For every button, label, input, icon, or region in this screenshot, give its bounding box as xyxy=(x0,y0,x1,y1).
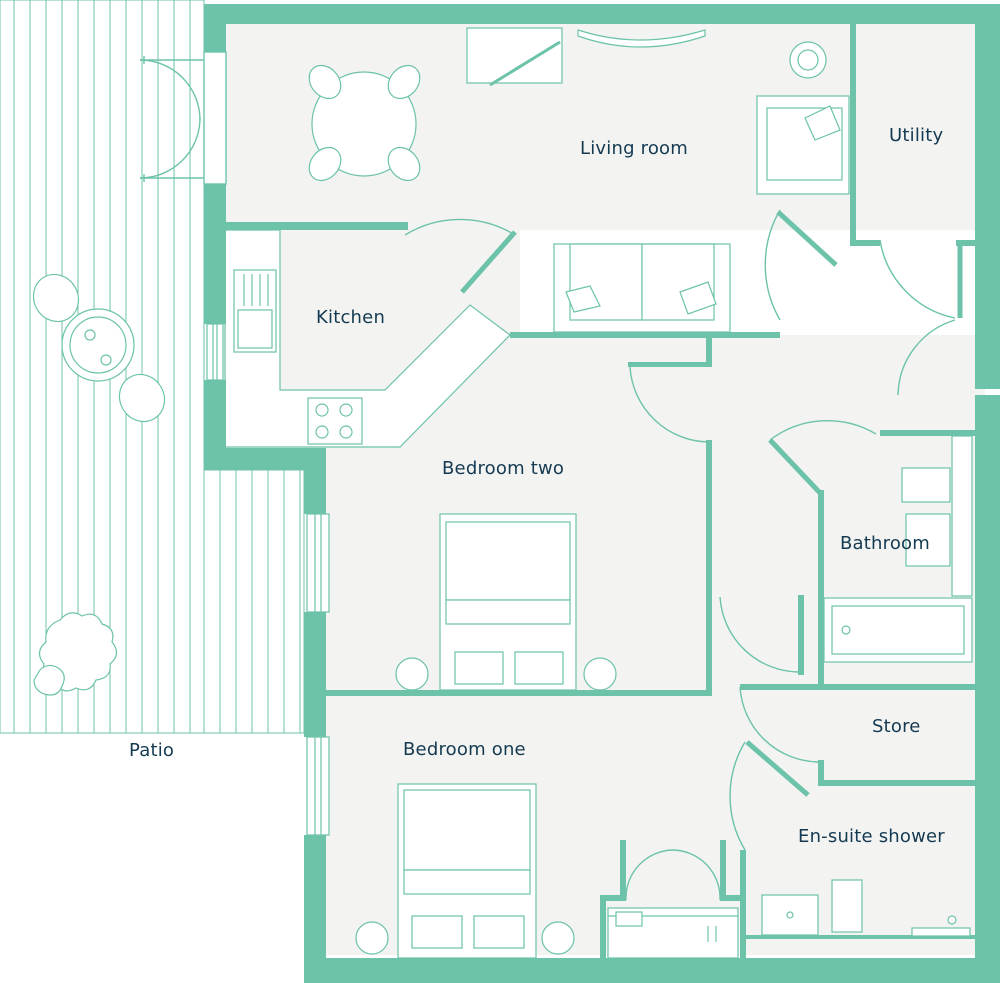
bathroom-fixtures xyxy=(823,435,973,663)
label-patio: Patio xyxy=(129,740,175,761)
label-store: Store xyxy=(872,716,921,737)
kitchen-counter xyxy=(224,229,511,448)
windows xyxy=(206,323,330,836)
label-bedroom-two: Bedroom two xyxy=(442,458,565,479)
walls xyxy=(204,4,1000,983)
label-utility: Utility xyxy=(889,125,944,146)
tv-unit xyxy=(466,27,827,87)
label-bathroom: Bathroom xyxy=(840,533,931,554)
patio-doors xyxy=(139,51,227,185)
dining-set xyxy=(308,64,421,182)
bed-bedroom-two xyxy=(395,513,617,691)
sofa xyxy=(553,243,731,333)
armchair xyxy=(756,95,850,195)
patio-shrub xyxy=(33,612,118,696)
ensuite-fixtures xyxy=(761,879,971,937)
wardrobe xyxy=(607,907,739,959)
label-living-room: Living room xyxy=(580,138,689,159)
label-bedroom-one: Bedroom one xyxy=(403,739,526,760)
label-kitchen: Kitchen xyxy=(316,307,386,328)
bed-bedroom-one xyxy=(355,783,575,959)
label-ensuite: En-suite shower xyxy=(798,826,945,847)
patio-decking xyxy=(0,0,305,734)
kitchen-fixtures xyxy=(233,269,363,445)
door-swings xyxy=(404,209,963,901)
patio-furniture xyxy=(32,273,166,423)
